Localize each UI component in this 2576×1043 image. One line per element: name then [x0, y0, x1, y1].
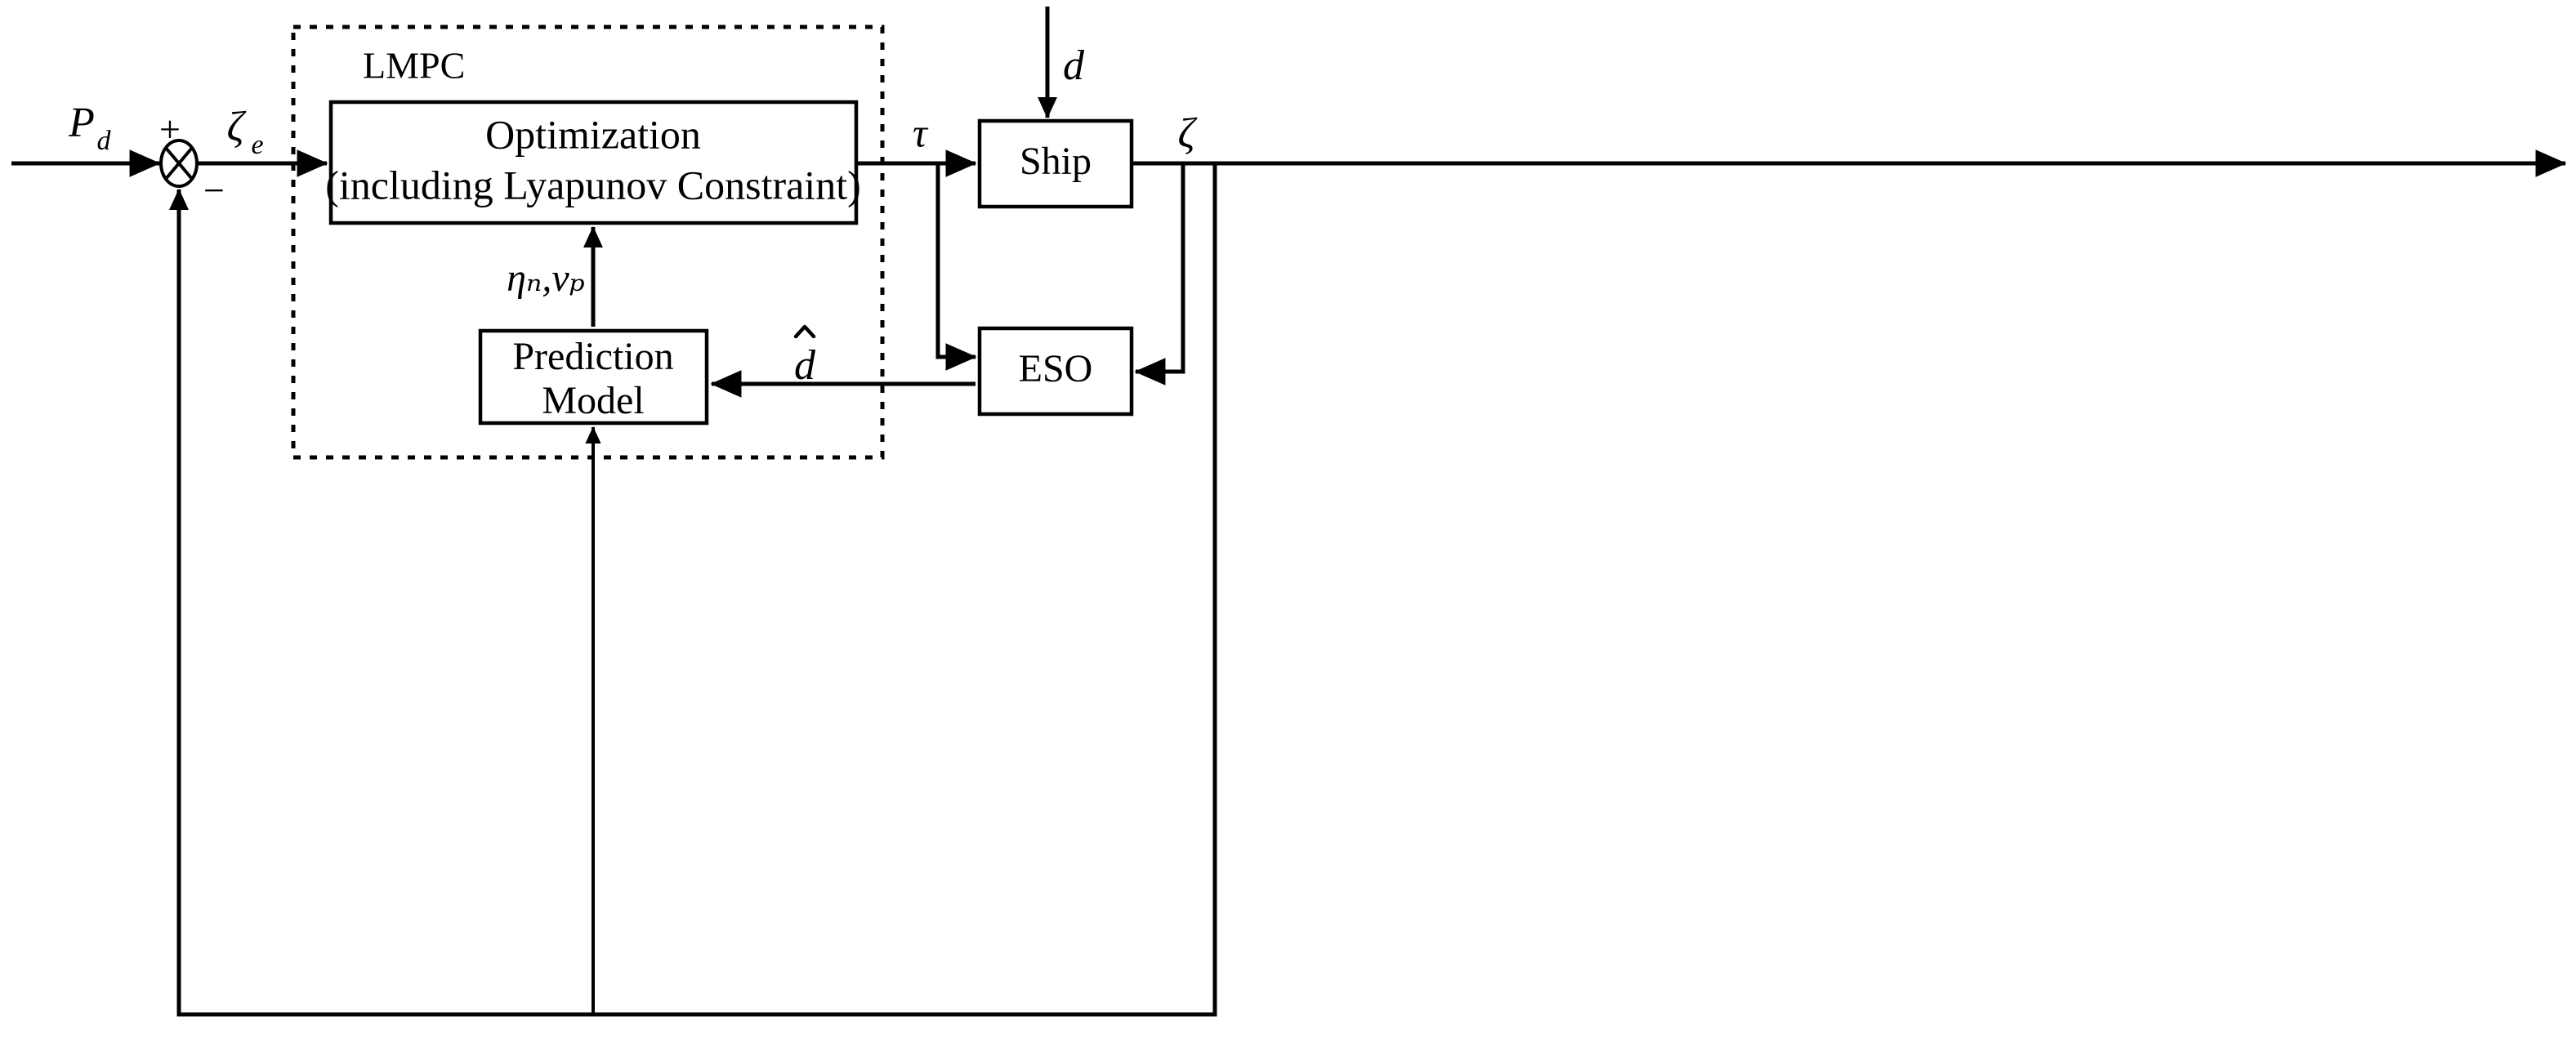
prediction-model-label-line2: Model [542, 379, 644, 422]
signal-label-zeta-e: ζ e [226, 104, 263, 160]
summing-junction-minus-sign: − [203, 170, 225, 212]
prediction-model-block[interactable] [478, 328, 709, 426]
signal-label-tau: τ [913, 109, 929, 155]
optimization-label-line1: Optimization [485, 111, 701, 157]
eso-block[interactable] [977, 326, 1134, 417]
signal-label-d: d [1063, 42, 1085, 89]
wire-feedback-loop [169, 163, 1217, 1017]
signal-label-zeta: ζ [1177, 110, 1197, 157]
lmpc-group-label: LMPC [363, 45, 465, 87]
optimization-label-line2: (including Lyapunov Constraint) [325, 162, 860, 207]
wire-zeta-branch-to-eso [1134, 163, 1185, 386]
summing-junction-x-stroke-2 [164, 146, 194, 181]
lmpc-group-border [291, 25, 885, 460]
ship-block[interactable] [977, 118, 1134, 209]
signal-pd-subscript: d [97, 126, 112, 156]
signal-pd-base: P [68, 100, 95, 146]
wire-tau-branch-to-eso [935, 163, 977, 371]
summing-junction[interactable] [159, 139, 199, 188]
ship-label: Ship [1020, 140, 1092, 183]
signal-label-d-hat: d [793, 324, 816, 389]
prediction-model-label-line1: Prediction [512, 335, 673, 378]
signal-d-hat-accent [793, 324, 816, 339]
signal-zeta-e-subscript: e [251, 130, 263, 160]
summing-junction-plus-sign: + [159, 109, 181, 150]
signal-d-hat-base: d [794, 342, 816, 389]
signal-label-pd: P d [68, 100, 111, 156]
signal-zeta-e-base: ζ [226, 104, 246, 150]
eso-label: ESO [1019, 347, 1093, 390]
signal-label-eta-p-v-p: ηₙ,vₚ [507, 256, 585, 300]
